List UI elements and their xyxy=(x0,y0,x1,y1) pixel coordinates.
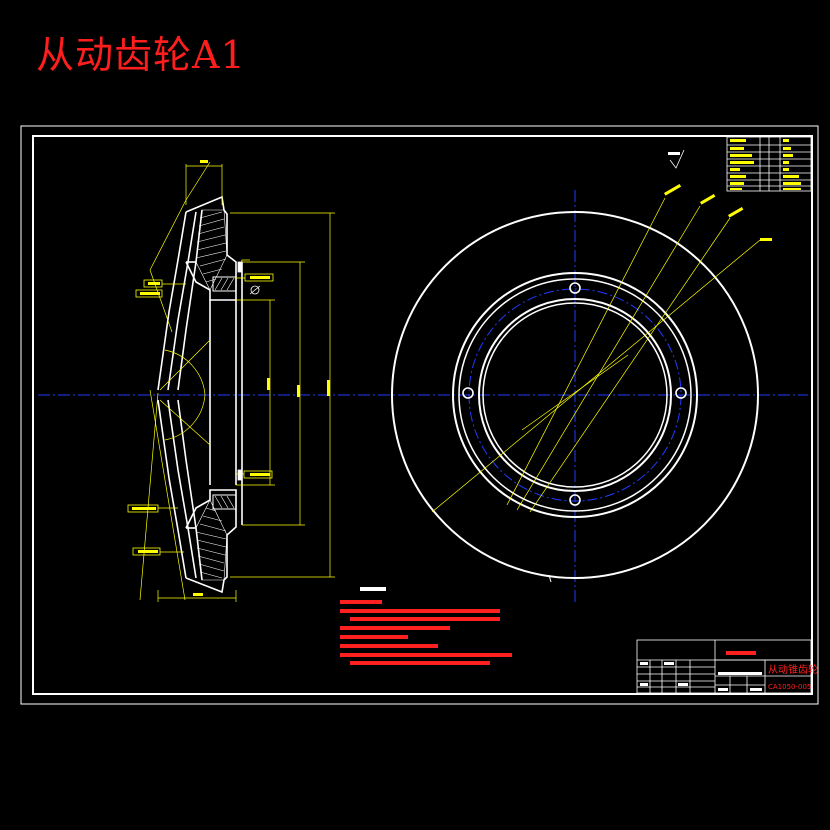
bolt-holes xyxy=(462,282,687,506)
ring-circle-2 xyxy=(458,278,692,512)
title-block xyxy=(636,639,812,694)
bore-circle-inner xyxy=(482,302,668,488)
parameter-table-entries xyxy=(730,139,801,190)
diameter-labels xyxy=(664,183,772,241)
drawing-number: CA1050-005 xyxy=(768,683,811,691)
diameter-dimension-lines xyxy=(157,212,335,602)
part-name: 从动锥齿轮 xyxy=(768,663,818,676)
sheet-inner-frame xyxy=(32,135,813,695)
technical-requirements xyxy=(340,587,512,665)
ring-circle-1 xyxy=(452,272,698,518)
section-hatch-upper xyxy=(195,209,237,292)
gear-face-view xyxy=(38,183,808,605)
tolerance-frames xyxy=(127,259,274,556)
outer-circle xyxy=(391,211,759,579)
sheet-outer-frame xyxy=(20,125,819,705)
bolt-circle xyxy=(468,288,682,502)
gear-parameter-table xyxy=(726,136,812,192)
gear-cross-section xyxy=(127,160,335,602)
bore-circle xyxy=(478,298,672,492)
section-hatch-lower xyxy=(195,494,237,581)
title-block-material xyxy=(726,651,756,655)
diameter-leader-lines xyxy=(431,197,761,513)
dimension-value-marks xyxy=(193,160,330,596)
roughness-mark xyxy=(668,149,685,169)
drawing-title: 从动齿轮A1 xyxy=(36,33,246,77)
